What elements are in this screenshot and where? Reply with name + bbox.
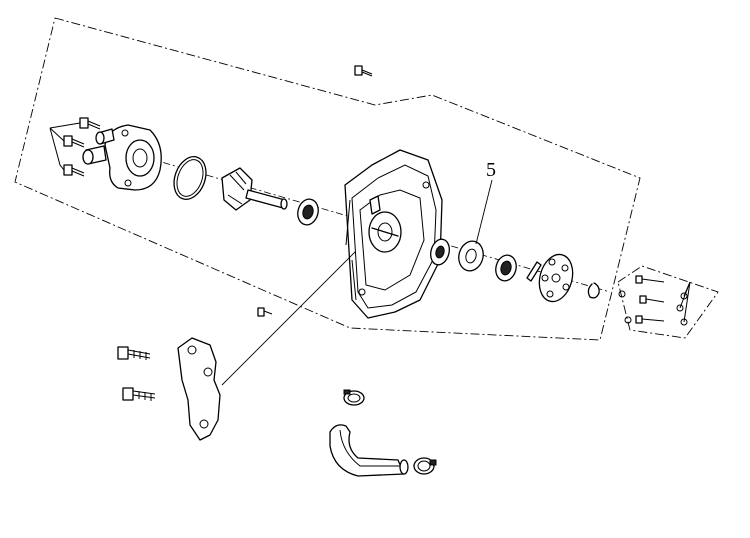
hose-clamp-lower xyxy=(413,457,437,475)
assembly-boundary-fasteners xyxy=(617,265,719,339)
bolt-top xyxy=(354,65,373,77)
callout-5-label: 5 xyxy=(486,159,496,181)
circlip xyxy=(587,282,600,299)
drive-plate xyxy=(538,253,574,303)
drive-pin xyxy=(526,261,542,282)
pump-cover xyxy=(82,124,162,191)
impeller-shaft xyxy=(221,167,288,211)
bearing-right xyxy=(430,238,450,266)
bracket-bolt-1 xyxy=(117,346,151,360)
bolt-left-leader xyxy=(49,122,81,171)
bearing-left xyxy=(297,198,319,226)
coolant-hose xyxy=(329,424,409,477)
bolt-mid xyxy=(257,307,273,317)
bolt-left-1 xyxy=(79,117,101,130)
assembly-boundary-main xyxy=(14,17,641,341)
bracket-leader xyxy=(221,251,356,386)
bearing-third xyxy=(495,254,517,282)
bolt-left-2 xyxy=(63,135,85,148)
bolt-left-3 xyxy=(63,164,85,177)
seal-washer xyxy=(458,240,484,272)
crankcase-housing xyxy=(344,149,443,319)
bracket-plate xyxy=(177,337,221,441)
fastener-right-group xyxy=(618,275,691,326)
hose-clamp-upper xyxy=(343,389,365,406)
callout-5-leader xyxy=(475,179,493,245)
bracket-bolt-2 xyxy=(122,387,156,401)
